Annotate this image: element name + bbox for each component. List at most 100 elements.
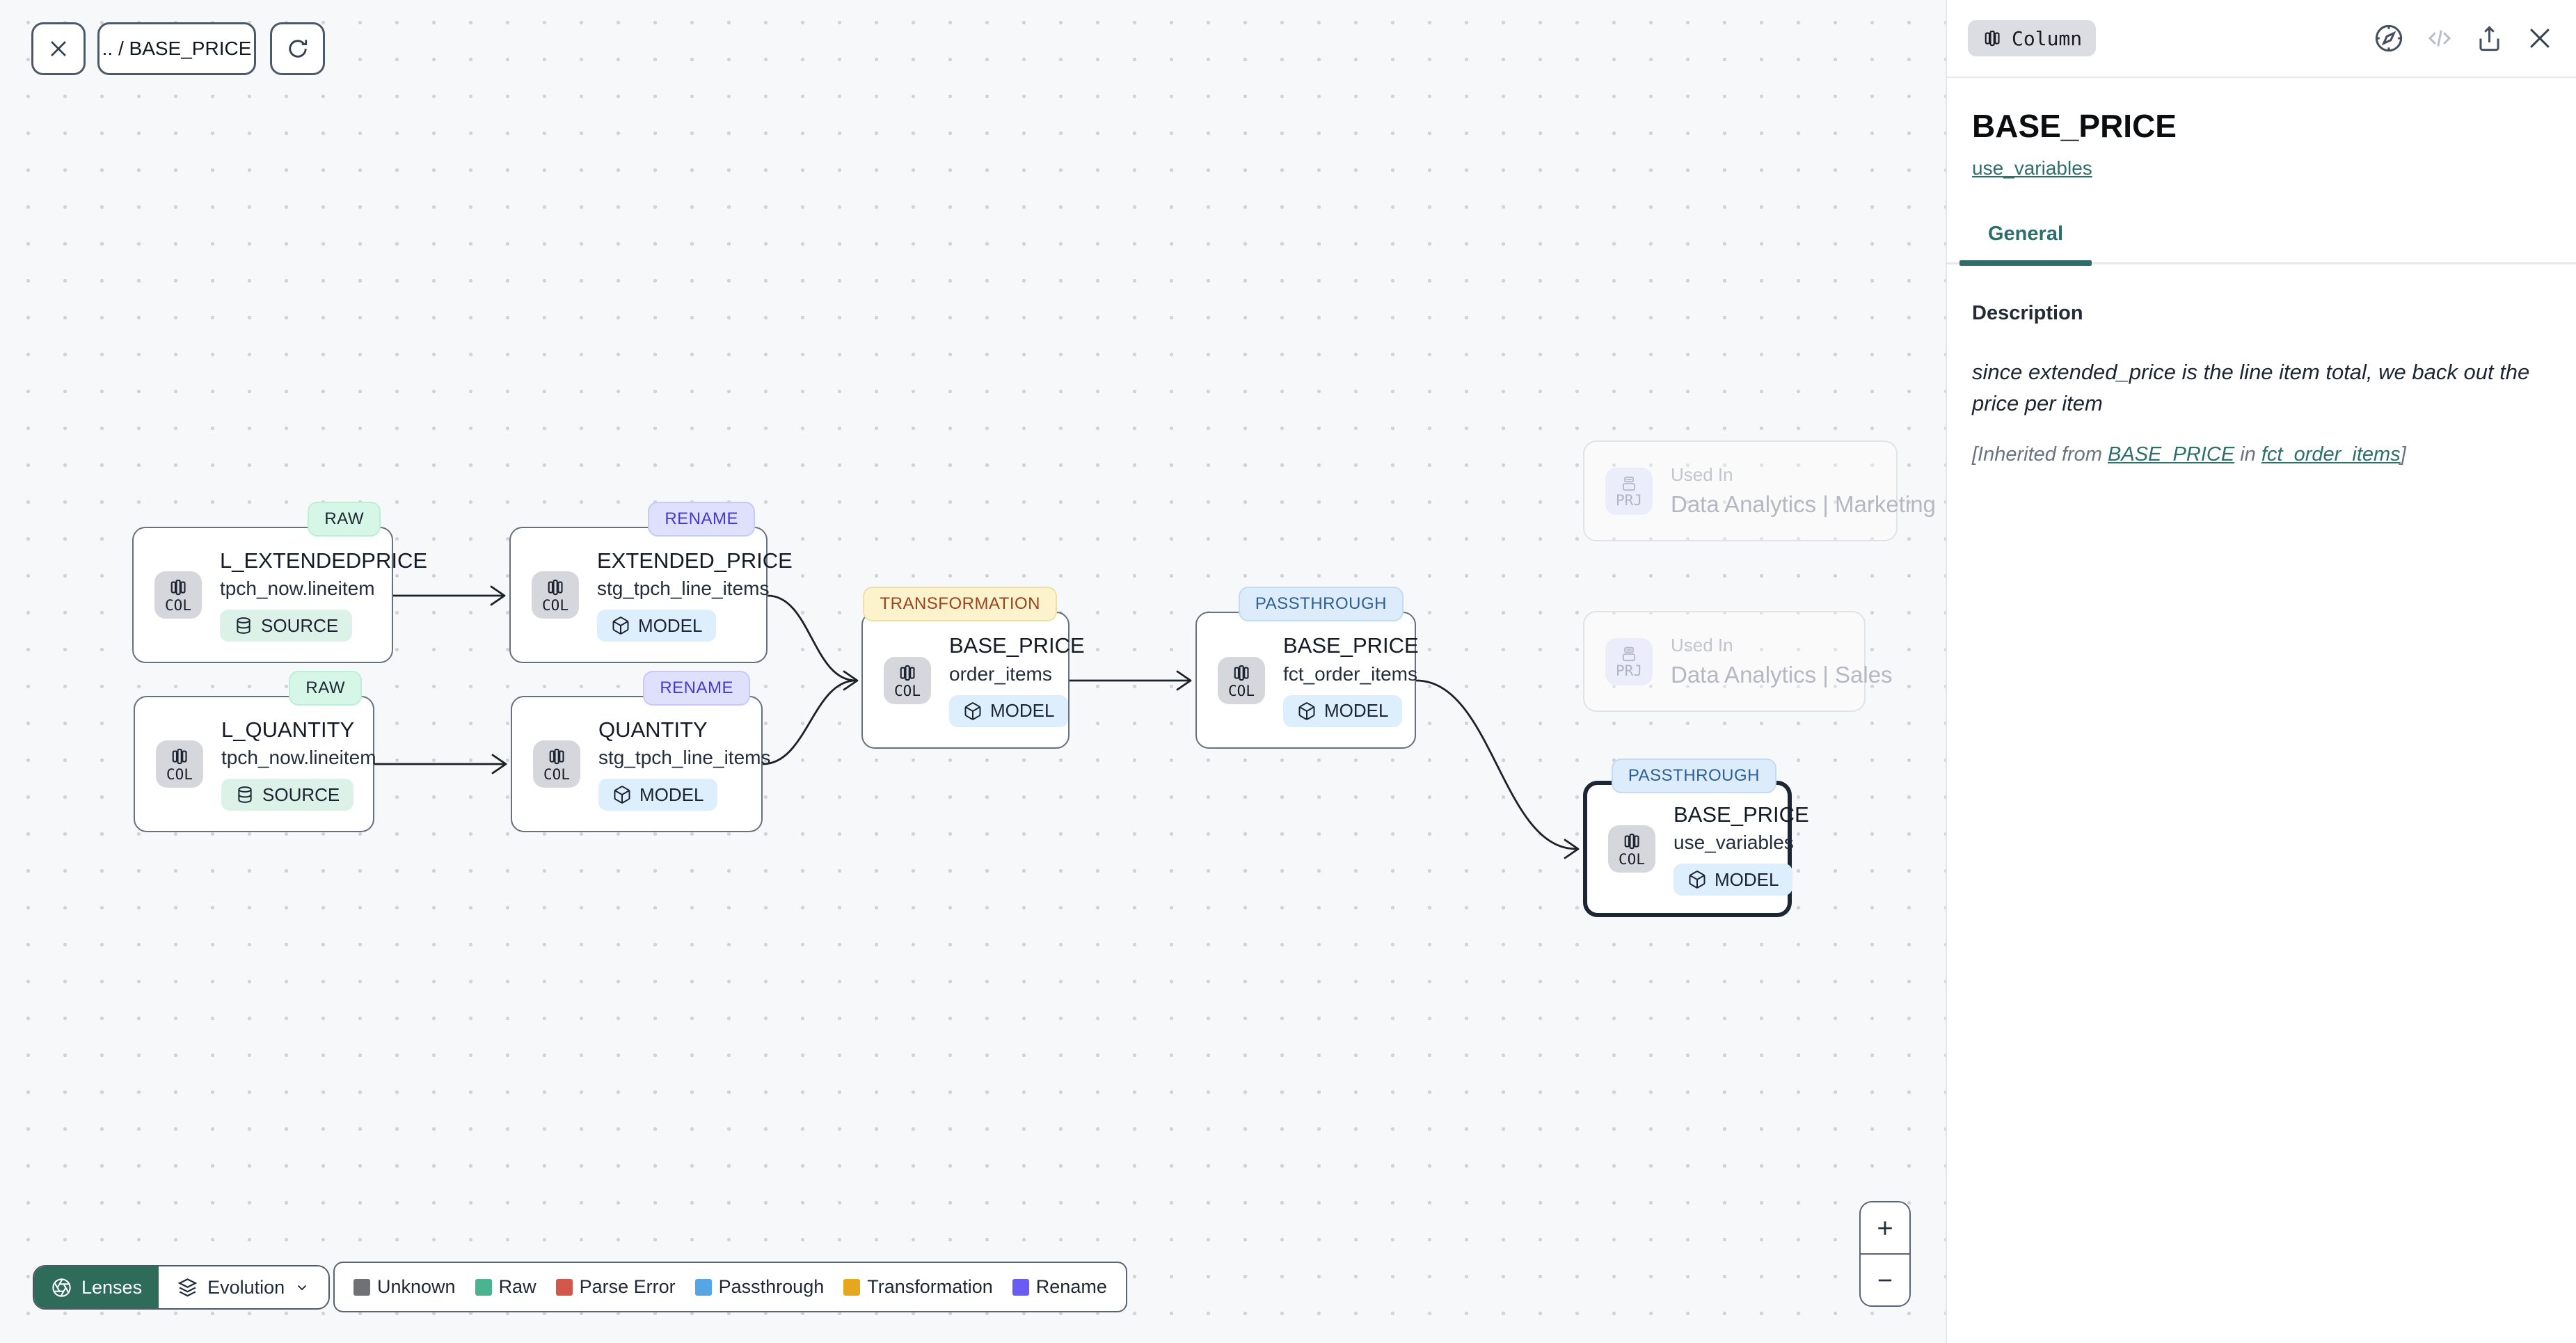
- used-in-label: Used In: [1671, 635, 1733, 655]
- breadcrumb-label: .. / BASE_PRICE: [102, 38, 252, 59]
- used-in-label: Used In: [1671, 464, 1733, 485]
- type-label: MODEL: [990, 700, 1055, 722]
- node-base-price-fct-order-items[interactable]: PASSTHROUGH COL BASE_PRICE fct_order_ite…: [1195, 587, 1419, 749]
- node-subtitle: tpch_now.lineitem: [220, 578, 375, 600]
- type-label: MODEL: [639, 784, 704, 805]
- column-icon: [172, 748, 187, 765]
- type-badge: MODEL: [949, 694, 1069, 727]
- inherited-note: [Inherited from BASE_PRICE in fct_order_…: [1972, 443, 2551, 466]
- node-title: L_EXTENDEDPRICE: [220, 548, 428, 573]
- legend-item: Raw: [475, 1276, 536, 1298]
- database-icon: [238, 786, 252, 804]
- cube-icon: [964, 702, 981, 720]
- cube-icon: [612, 617, 629, 635]
- edge-arrow: [1176, 670, 1192, 691]
- share-button[interactable]: [2474, 24, 2504, 54]
- lineage-badge: PASSTHROUGH: [1611, 758, 1776, 793]
- entity-type-label: Column: [2012, 26, 2083, 50]
- legend-label: Passthrough: [718, 1276, 825, 1297]
- edge: [1415, 679, 1577, 850]
- lineage-badge: RENAME: [648, 502, 755, 537]
- description-heading: Description: [1972, 302, 2083, 324]
- node-l-extendedprice[interactable]: RAW COL L_EXTENDEDPRICE tpch_now.lineite…: [132, 502, 427, 663]
- column-icon: [548, 579, 563, 596]
- legend-label: Unknown: [377, 1276, 456, 1297]
- lenses-control: Lenses Evolution: [33, 1265, 331, 1310]
- node-base-price-use-variables[interactable]: PASSTHROUGH COL BASE_PRICE use_variables…: [1583, 758, 1809, 917]
- share-icon: [2479, 26, 2499, 51]
- node-quantity[interactable]: RENAME COL QUANTITY stg_tpch_line_items …: [511, 671, 770, 832]
- cube-icon: [1298, 702, 1315, 720]
- lineage-canvas[interactable]: .. / BASE_PRICE PRJ Used In Data Analyti…: [0, 0, 1946, 1343]
- inherited-column-link[interactable]: BASE_PRICE: [2108, 443, 2235, 466]
- legend-label: Rename: [1035, 1276, 1107, 1297]
- node-subtitle: stg_tpch_line_items: [598, 747, 771, 769]
- legend-item: Rename: [1012, 1276, 1107, 1298]
- type-label: MODEL: [1715, 868, 1779, 890]
- type-badge: MODEL: [597, 610, 717, 642]
- lineage-badge: RAW: [289, 671, 362, 706]
- ghost-node-marketing[interactable]: PRJ Used In Data Analytics | Marketing: [1583, 440, 1936, 541]
- legend-item: Transformation: [843, 1276, 993, 1298]
- panel-title: BASE_PRICE: [1972, 108, 2177, 144]
- node-title: BASE_PRICE: [949, 633, 1085, 658]
- close-panel-button[interactable]: [2525, 23, 2555, 54]
- node-l-quantity[interactable]: RAW COL L_QUANTITY tpch_now.lineitem SOU…: [134, 671, 376, 832]
- breadcrumb[interactable]: .. / BASE_PRICE: [97, 22, 256, 75]
- node-title: BASE_PRICE: [1673, 802, 1809, 827]
- lens-select-dropdown[interactable]: Evolution: [159, 1266, 329, 1308]
- legend-item: Parse Error: [555, 1276, 676, 1298]
- panel-actions: [2373, 22, 2555, 54]
- ghost-node-sales[interactable]: PRJ Used In Data Analytics | Sales: [1583, 611, 1893, 712]
- zoom-in-button[interactable]: [1861, 1202, 1909, 1255]
- lens-selected-label: Evolution: [207, 1276, 285, 1298]
- legend-item: Unknown: [353, 1276, 456, 1298]
- legend-swatch: [1012, 1278, 1029, 1296]
- edge-arrow: [490, 585, 506, 606]
- chevron-down-icon: [297, 1285, 307, 1290]
- legend-swatch: [353, 1278, 370, 1296]
- node-subtitle: tpch_now.lineitem: [221, 747, 376, 769]
- column-icon: [1234, 665, 1249, 681]
- minus-icon: [1877, 1279, 1893, 1281]
- plus-icon: [1877, 1220, 1893, 1236]
- project-icon: [1622, 476, 1636, 491]
- legend-label: Parse Error: [579, 1276, 676, 1297]
- database-icon: [237, 617, 251, 635]
- refresh-button[interactable]: [270, 22, 325, 75]
- view-code-button[interactable]: [2425, 24, 2454, 53]
- panel-title-block: BASE_PRICE use_variables: [1947, 107, 2576, 180]
- lenses-button[interactable]: Lenses: [34, 1266, 159, 1308]
- column-icon-label: COL: [165, 597, 191, 614]
- code-icon: [2428, 29, 2451, 47]
- project-icon: [1622, 646, 1636, 661]
- node-extended-price[interactable]: RENAME COL EXTENDED_PRICE stg_tpch_line_…: [509, 502, 793, 663]
- type-badge: MODEL: [598, 779, 718, 811]
- inherited-model-link[interactable]: fct_order_items: [2261, 443, 2401, 466]
- node-title: EXTENDED_PRICE: [597, 548, 793, 573]
- cube-icon: [1689, 871, 1706, 889]
- compass-icon: [2375, 24, 2403, 52]
- project-icon-box: PRJ: [1605, 467, 1653, 515]
- explore-button[interactable]: [2373, 22, 2405, 54]
- inherited-prefix: [Inherited from: [1972, 443, 2108, 466]
- used-in-name: Data Analytics | Sales: [1671, 662, 1893, 688]
- legend-swatch: [555, 1278, 573, 1296]
- model-link[interactable]: use_variables: [1972, 157, 2092, 179]
- column-icon-label: COL: [894, 682, 921, 699]
- type-label: SOURCE: [262, 784, 340, 805]
- zoom-controls: [1859, 1201, 1911, 1307]
- type-badge: SOURCE: [220, 610, 353, 642]
- column-icon-box: COL: [884, 656, 931, 704]
- tab-general[interactable]: General: [1959, 223, 2092, 266]
- column-icon: [170, 579, 186, 596]
- column-icon: [900, 665, 915, 681]
- legend-label: Transformation: [867, 1276, 993, 1297]
- node-title: BASE_PRICE: [1283, 633, 1419, 658]
- close-lineage-button[interactable]: [31, 22, 86, 75]
- panel-header: Column: [1947, 0, 2576, 78]
- panel-description-block: Description since extended_price is the …: [1947, 302, 2576, 466]
- zoom-out-button[interactable]: [1861, 1255, 1909, 1305]
- node-base-price-order-items[interactable]: TRANSFORMATION COL BASE_PRICE order_item…: [861, 587, 1085, 749]
- legend-swatch: [694, 1278, 712, 1296]
